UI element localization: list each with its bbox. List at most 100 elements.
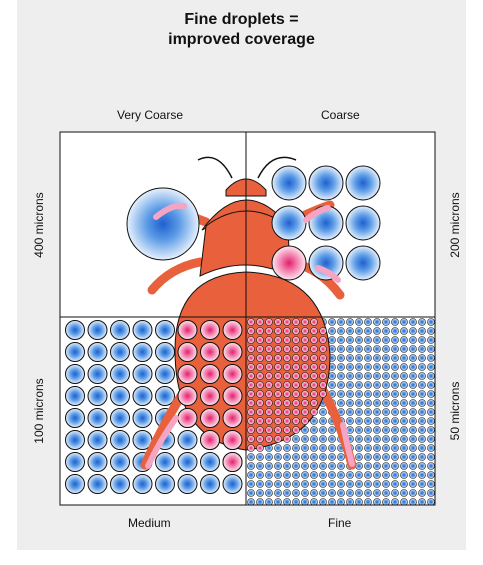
coarse-pink-droplet bbox=[271, 245, 307, 281]
fine-droplet bbox=[400, 417, 408, 425]
fine-droplet bbox=[427, 498, 435, 505]
fine-pink-droplet bbox=[319, 336, 327, 344]
fine-pink-droplet bbox=[283, 363, 291, 371]
fine-droplet bbox=[373, 408, 381, 416]
fine-pink-droplet bbox=[247, 408, 255, 416]
fine-droplet bbox=[364, 327, 372, 335]
fine-droplet bbox=[355, 336, 363, 344]
fine-droplet bbox=[427, 444, 435, 452]
fine-pink-droplet bbox=[247, 444, 255, 452]
fine-droplet bbox=[328, 336, 336, 344]
fine-droplet bbox=[364, 336, 372, 344]
fine-droplet bbox=[301, 480, 309, 488]
fine-pink-droplet bbox=[283, 390, 291, 398]
coarse-droplet bbox=[345, 205, 381, 241]
medium-pink-droplet bbox=[177, 364, 198, 384]
fine-pink-droplet bbox=[292, 426, 300, 434]
fine-pink-droplet bbox=[265, 336, 273, 344]
fine-droplet bbox=[346, 327, 354, 335]
fine-droplet bbox=[400, 426, 408, 434]
fine-pink-droplet bbox=[247, 390, 255, 398]
fine-droplet bbox=[355, 390, 363, 398]
fine-pink-droplet bbox=[292, 408, 300, 416]
fine-droplet bbox=[418, 453, 426, 461]
fine-droplet bbox=[292, 444, 300, 452]
medium-droplet bbox=[87, 320, 108, 340]
medium-droplet bbox=[155, 474, 175, 494]
fine-droplet bbox=[409, 408, 417, 416]
grid-border bbox=[59, 131, 436, 506]
fine-droplet bbox=[400, 489, 408, 497]
fine-droplet bbox=[400, 327, 408, 335]
fine-pink-droplet bbox=[292, 318, 300, 326]
fine-droplet bbox=[418, 462, 426, 470]
fine-droplet bbox=[391, 399, 399, 407]
fine-droplet bbox=[256, 471, 264, 479]
fine-droplet bbox=[382, 381, 390, 389]
fine-droplet bbox=[391, 372, 399, 380]
medium-droplet bbox=[155, 452, 175, 472]
fine-droplet bbox=[337, 372, 345, 380]
medium-droplet bbox=[110, 452, 130, 472]
fine-droplet bbox=[427, 417, 435, 425]
fine-droplet bbox=[346, 318, 354, 326]
fine-droplet bbox=[328, 498, 336, 505]
coarse-droplet bbox=[308, 165, 344, 201]
fine-droplet bbox=[364, 390, 372, 398]
fine-droplet bbox=[274, 444, 282, 452]
fine-droplet bbox=[418, 444, 426, 452]
fine-droplet bbox=[310, 471, 318, 479]
fine-droplet bbox=[346, 471, 354, 479]
medium-droplet bbox=[110, 430, 130, 450]
fine-pink-droplet bbox=[265, 381, 273, 389]
fine-droplet bbox=[373, 327, 381, 335]
fine-droplet bbox=[418, 390, 426, 398]
fine-droplet bbox=[427, 480, 435, 488]
fine-droplet bbox=[310, 426, 318, 434]
fine-pink-droplet bbox=[301, 318, 309, 326]
fine-droplet bbox=[400, 471, 408, 479]
fine-pink-droplet bbox=[265, 408, 273, 416]
fine-droplet bbox=[265, 480, 273, 488]
fine-droplet bbox=[337, 363, 345, 371]
medium-droplet bbox=[110, 342, 130, 362]
fine-droplet bbox=[337, 498, 345, 505]
fine-pink-droplet bbox=[265, 399, 273, 407]
fine-droplet bbox=[427, 345, 435, 353]
fine-droplet bbox=[382, 453, 390, 461]
fine-droplet bbox=[427, 336, 435, 344]
fine-droplet bbox=[382, 444, 390, 452]
fine-pink-droplet bbox=[274, 390, 282, 398]
fine-droplet bbox=[319, 489, 327, 497]
fine-droplet bbox=[409, 345, 417, 353]
fine-droplet bbox=[346, 399, 354, 407]
fine-droplet bbox=[382, 372, 390, 380]
fine-droplet bbox=[256, 489, 264, 497]
fine-droplet bbox=[274, 498, 282, 505]
fine-pink-droplet bbox=[247, 345, 255, 353]
fine-droplet bbox=[382, 390, 390, 398]
fine-droplet bbox=[400, 372, 408, 380]
fine-droplet bbox=[355, 318, 363, 326]
fine-droplet bbox=[256, 453, 264, 461]
fine-pink-droplet bbox=[292, 390, 300, 398]
fine-pink-droplet bbox=[292, 372, 300, 380]
fine-droplet bbox=[346, 381, 354, 389]
fine-droplet bbox=[310, 498, 318, 505]
medium-droplet bbox=[177, 452, 198, 472]
medium-pink-droplet bbox=[222, 342, 243, 362]
fine-droplet bbox=[400, 399, 408, 407]
fine-droplet bbox=[310, 462, 318, 470]
coarse-droplet bbox=[345, 245, 381, 281]
fine-droplet bbox=[337, 318, 345, 326]
medium-droplet bbox=[87, 430, 108, 450]
fine-pink-droplet bbox=[274, 318, 282, 326]
medium-droplet bbox=[110, 474, 130, 494]
fine-droplet bbox=[400, 480, 408, 488]
fine-droplet bbox=[337, 336, 345, 344]
fine-droplet bbox=[427, 489, 435, 497]
pink-leg-mark bbox=[340, 422, 355, 467]
fine-pink-droplet bbox=[265, 426, 273, 434]
fine-droplet bbox=[364, 372, 372, 380]
fine-droplet bbox=[382, 399, 390, 407]
